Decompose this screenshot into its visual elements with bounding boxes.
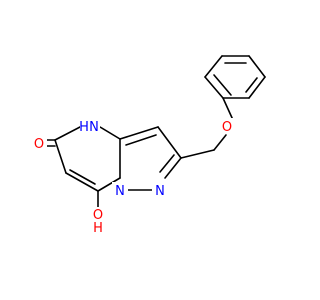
bond-c3a-c3 [119,126,159,140]
bridge-nitrogen-label: N [112,182,128,199]
bond-c2-n1-double [159,154,175,173]
bond-ch2-ph [222,97,234,121]
structure-canvas: N H O O H N N O [31,55,266,236]
nh-n-label: N [89,120,99,135]
bond-n7a-c7 [97,177,121,192]
bond-ph-4 [248,55,266,78]
bond-c2-ch2 [180,149,215,159]
bond-ph-2 [204,55,223,78]
bond-c3-c2 [157,126,182,159]
nh-label: N H [79,118,100,135]
svg-text:O: O [222,120,232,135]
bond-ph-5-double [245,77,258,93]
bond-c7-c6-double [69,169,96,185]
ring-nitrogen-label: N [152,182,168,199]
ether-oxygen-label: O [219,118,235,135]
bond-c7-c6 [65,172,99,192]
svg-text:N: N [155,184,165,199]
bond-ch2-o [213,134,227,151]
bond-ph-1 [204,76,224,99]
bond-n4-c3a [99,126,121,140]
molecule-drawing: N H O O H N N O [31,55,266,236]
bond-c6-c5 [54,139,67,174]
hydroxyl-h-label: H [93,221,103,236]
bond-c2-n1 [164,157,182,179]
bond-ph-5 [248,76,266,99]
carbonyl-oxygen-label: O [31,135,47,152]
bond-ph-1-double [213,74,232,96]
hydroxyl-label: O H [90,207,108,236]
bond-c3a-c3-double [125,134,157,146]
nh-h-label: H [79,120,89,135]
hydroxyl-o-label: O [93,208,103,223]
svg-text:N: N [115,184,125,199]
svg-text:O: O [34,137,44,152]
bond-c5-n4 [54,126,81,141]
